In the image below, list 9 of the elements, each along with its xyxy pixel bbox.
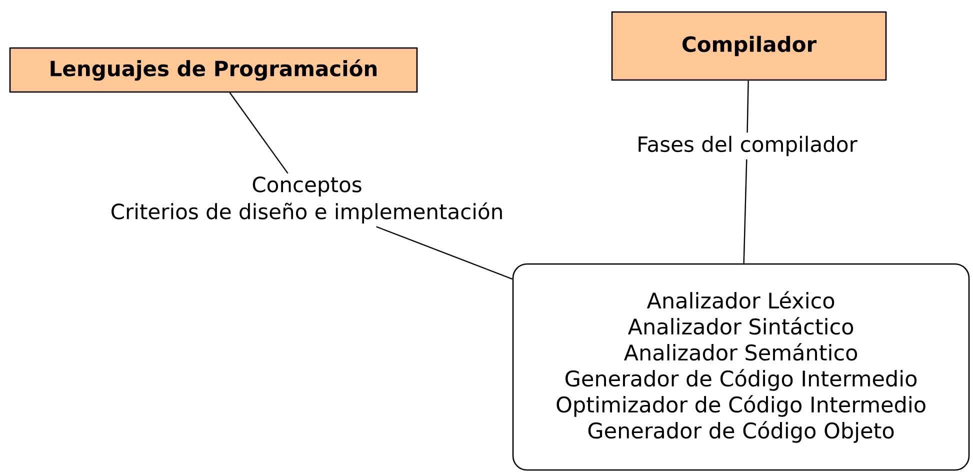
title-box: Lenguajes de Programación bbox=[9, 47, 418, 93]
rounded-box: Analizador Léxico Analizador Sintáctico Analizador Semántico Generador de Código Intermedio Optimizador de Código Intermedio Generador de Código Objeto bbox=[512, 263, 970, 471]
connector-line bbox=[743, 159, 748, 264]
connector-line bbox=[376, 226, 513, 280]
linking-phrase: Conceptos Criterios de diseño e implementación bbox=[112, 176, 502, 224]
title-box: Compilador bbox=[611, 11, 887, 81]
linking-phrase: Fases del compilador bbox=[638, 136, 858, 156]
connector-line bbox=[229, 92, 288, 174]
connector-line bbox=[746, 80, 749, 133]
